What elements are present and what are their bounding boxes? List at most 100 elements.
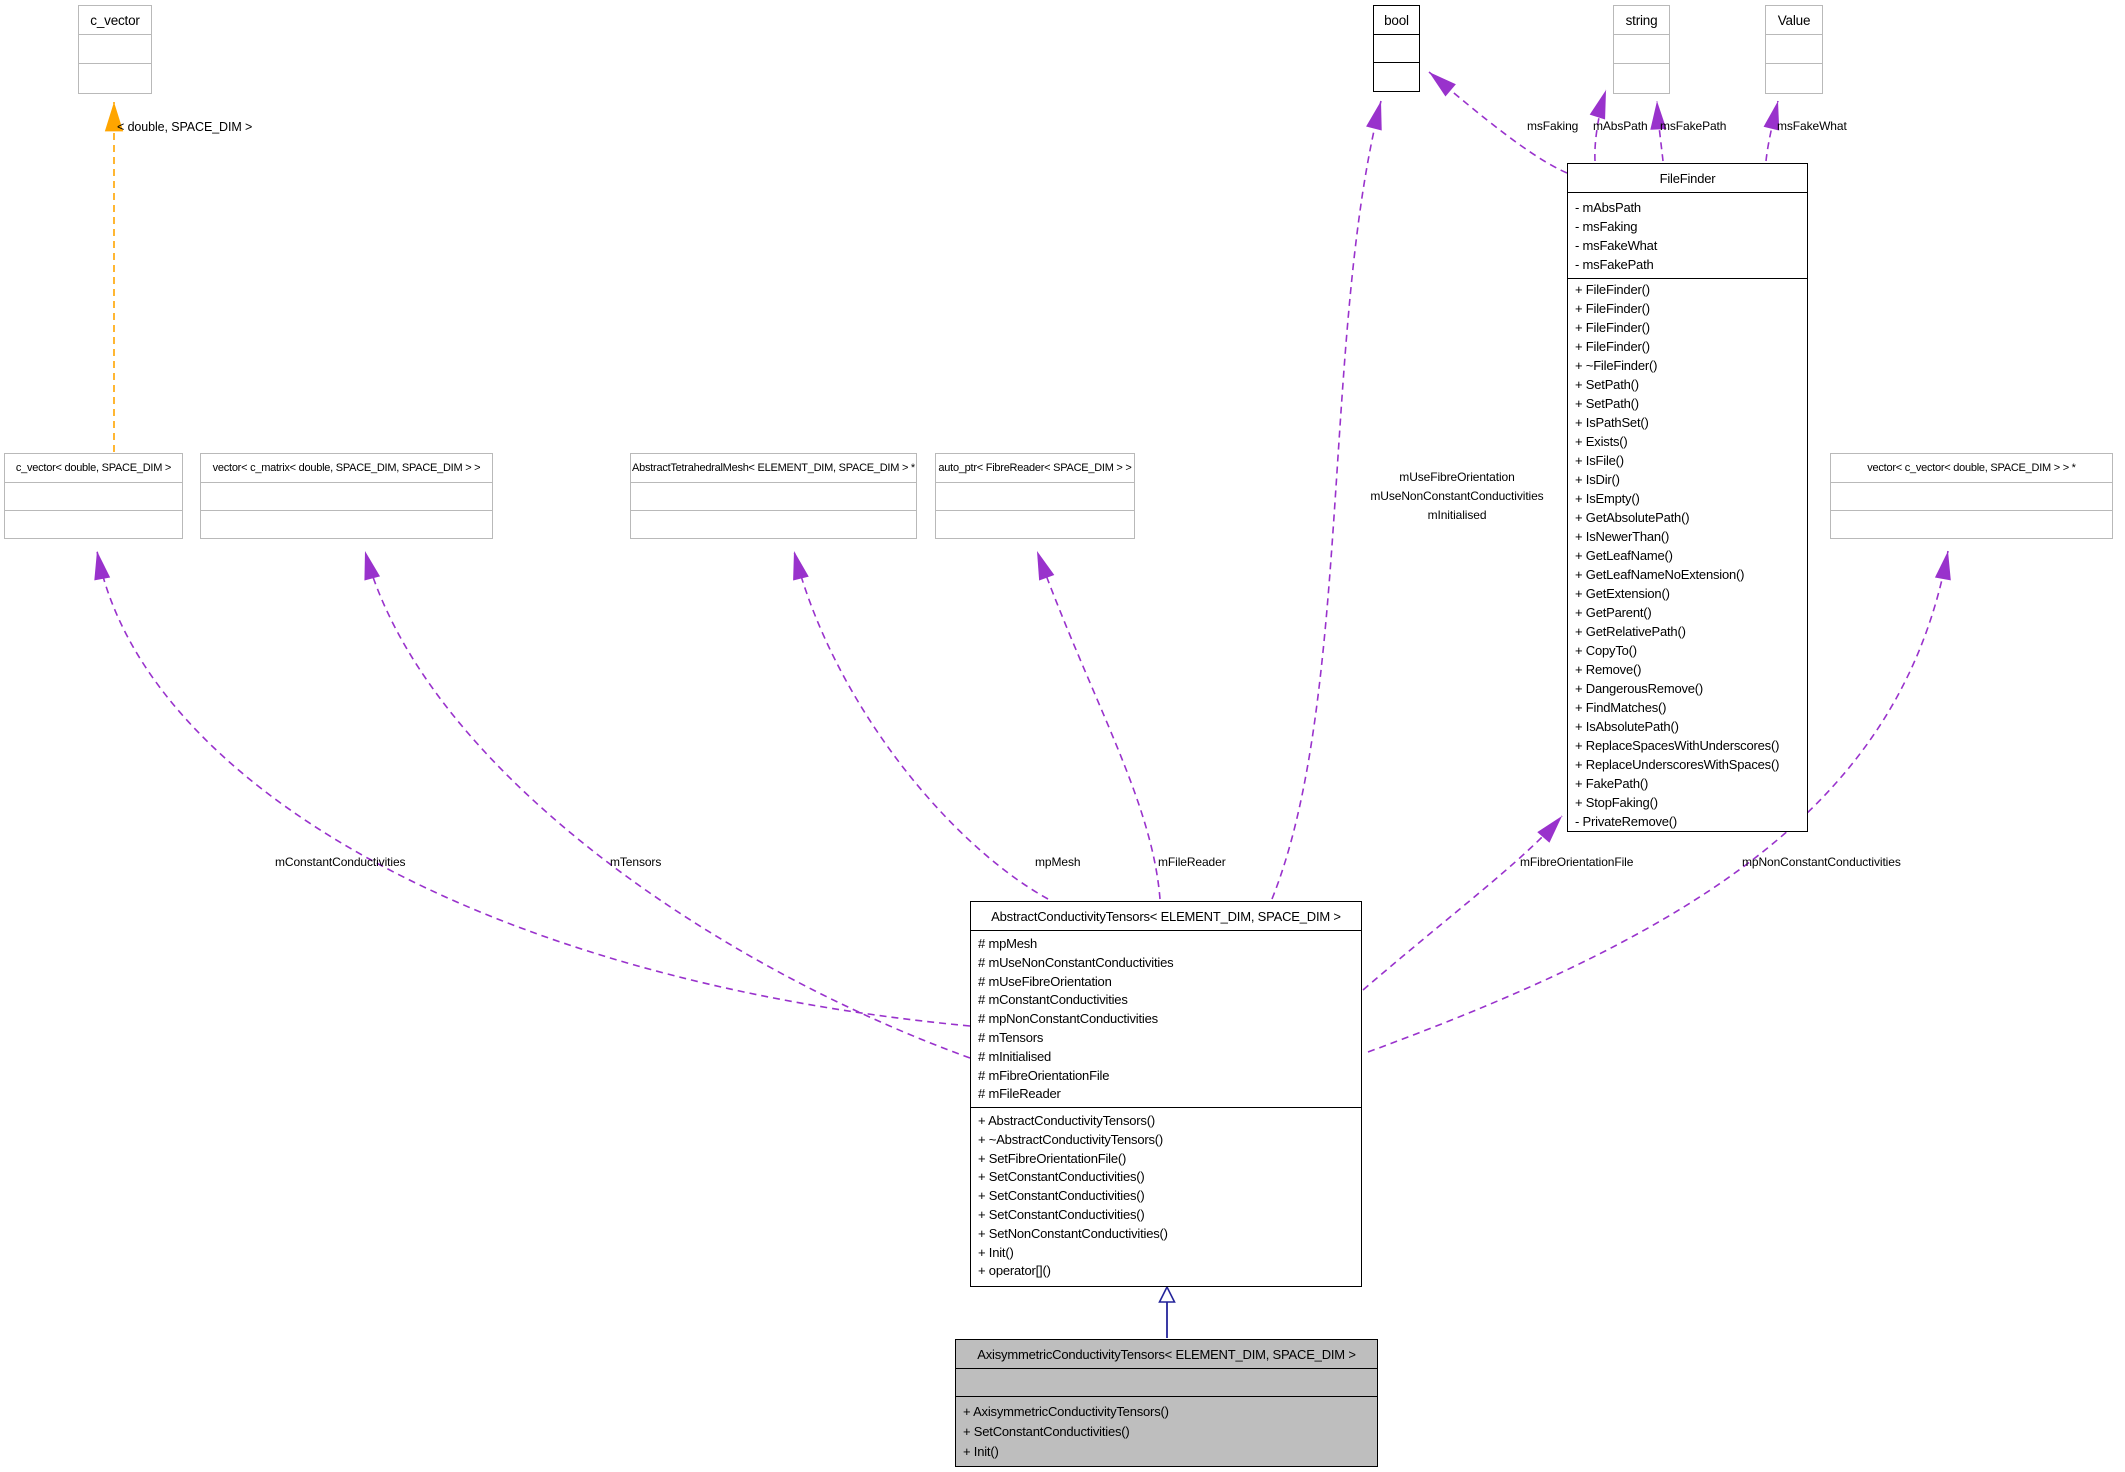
method-row: + AxisymmetricConductivityTensors() <box>963 1404 1169 1419</box>
method-row: + FileFinder() <box>1575 320 1650 335</box>
class-node-vector-c-matrix[interactable]: vector< c_matrix< double, SPACE_DIM, SPA… <box>200 453 493 539</box>
class-title: vector< c_vector< double, SPACE_DIM > > … <box>1831 454 2112 483</box>
edge-label-mp-mesh: mpMesh <box>1035 855 1081 869</box>
class-title: vector< c_matrix< double, SPACE_DIM, SPA… <box>201 454 492 483</box>
class-node-abstract-conductivity-tensors[interactable]: AbstractConductivityTensors< ELEMENT_DIM… <box>970 901 1362 1287</box>
method-row: + StopFaking() <box>1575 795 1658 810</box>
edge-label-ms-fake-path: msFakePath <box>1660 119 1727 133</box>
method-row: + SetConstantConductivities() <box>978 1206 1145 1222</box>
attributes-compartment <box>1831 483 2112 511</box>
class-node-vector-c-vector[interactable]: vector< c_vector< double, SPACE_DIM > > … <box>1830 453 2113 539</box>
method-row: - PrivateRemove() <box>1575 814 1678 829</box>
edge-label-mp-non-constant-conductivities: mpNonConstantConductivities <box>1742 855 1901 869</box>
method-row: + IsPathSet() <box>1575 415 1649 430</box>
methods-compartment <box>1831 511 2112 538</box>
method-row: + GetLeafName() <box>1575 548 1673 563</box>
attributes-compartment <box>936 483 1134 511</box>
method-row: + SetNonConstantConductivities() <box>978 1225 1168 1241</box>
attributes-compartment <box>631 483 916 511</box>
edge-label-ms-fake-what: msFakeWhat <box>1777 119 1847 133</box>
method-row: + ~FileFinder() <box>1575 358 1658 373</box>
method-row: + IsAbsolutePath() <box>1575 719 1679 734</box>
attributes-compartment <box>1766 35 1822 64</box>
class-node-axisymmetric-conductivity-tensors[interactable]: AxisymmetricConductivityTensors< ELEMENT… <box>955 1339 1378 1467</box>
method-row: + GetLeafNameNoExtension() <box>1575 567 1745 582</box>
class-node-value[interactable]: Value <box>1765 5 1823 94</box>
methods-compartment <box>5 511 182 538</box>
method-row: + SetPath() <box>1575 377 1639 392</box>
method-row: + SetFibreOrientationFile() <box>978 1150 1127 1166</box>
class-node-c-vector[interactable]: c_vector <box>78 5 152 94</box>
class-title: c_vector <box>79 6 151 35</box>
methods-compartment: + FileFinder() + FileFinder() + FileFinder… <box>1568 279 1807 831</box>
methods-compartment <box>79 64 151 93</box>
attributes-compartment <box>1614 35 1669 64</box>
class-title: FileFinder <box>1568 164 1807 193</box>
method-row: + SetConstantConductivities() <box>978 1188 1145 1204</box>
attributes-compartment <box>956 1369 1377 1397</box>
attribute-row: # mFibreOrientationFile <box>978 1067 1110 1083</box>
class-title: string <box>1614 6 1669 35</box>
method-row: + FakePath() <box>1575 776 1649 791</box>
class-title: AbstractConductivityTensors< ELEMENT_DIM… <box>971 902 1361 931</box>
edge-label-m-fibre-orientation-file: mFibreOrientationFile <box>1520 855 1634 869</box>
edge-label-m-abs-path: mAbsPath <box>1593 119 1648 133</box>
method-row: + FileFinder() <box>1575 282 1650 297</box>
class-node-abstract-tetrahedral-mesh[interactable]: AbstractTetrahedralMesh< ELEMENT_DIM, SP… <box>630 453 917 539</box>
attributes-compartment <box>79 35 151 64</box>
method-row: + AbstractConductivityTensors() <box>978 1113 1155 1128</box>
class-node-filefinder[interactable]: FileFinder - mAbsPath - msFaking - msFakeW… <box>1567 163 1808 832</box>
method-row: + ReplaceSpacesWithUnderscores() <box>1575 738 1780 753</box>
attribute-row: # mTensors <box>978 1029 1044 1045</box>
attribute-row: - msFakeWhat <box>1575 238 1658 253</box>
method-row: + operator[]() <box>978 1263 1051 1279</box>
methods-compartment <box>936 511 1134 538</box>
attribute-row: - msFaking <box>1575 219 1638 234</box>
method-row: + GetRelativePath() <box>1575 624 1686 639</box>
methods-compartment: + AxisymmetricConductivityTensors() + Set… <box>956 1397 1377 1466</box>
attributes-compartment <box>5 483 182 511</box>
edge-m-constant-conductivities <box>94 550 971 1027</box>
attribute-row: # mUseNonConstantConductivities <box>978 954 1174 970</box>
method-row: + IsDir() <box>1575 472 1620 487</box>
edge-label-m-use-fibre-orientation: mUseFibreOrientation <box>1399 470 1515 484</box>
method-row: + IsEmpty() <box>1575 491 1640 506</box>
edge-label-m-file-reader: mFileReader <box>1158 855 1226 869</box>
method-row: + IsFile() <box>1575 453 1624 468</box>
method-row: + DangerousRemove() <box>1575 681 1704 696</box>
attribute-row: # mFileReader <box>978 1086 1061 1102</box>
edge-m-file-reader <box>1036 550 1161 900</box>
method-row: + FileFinder() <box>1575 301 1650 316</box>
method-row: + SetConstantConductivities() <box>978 1169 1145 1185</box>
attributes-compartment <box>201 483 492 511</box>
class-node-bool[interactable]: bool <box>1373 5 1420 92</box>
attribute-row: # mUseFibreOrientation <box>978 973 1112 989</box>
method-row: + GetExtension() <box>1575 586 1670 601</box>
method-row: + Init() <box>963 1444 999 1459</box>
methods-compartment: + AbstractConductivityTensors()+ ~Abstra… <box>971 1108 1361 1286</box>
class-title: bool <box>1374 6 1419 35</box>
attributes-compartment <box>1374 35 1419 63</box>
class-title: AxisymmetricConductivityTensors< ELEMENT… <box>956 1340 1377 1369</box>
inheritance-triangle <box>1158 1285 1176 1303</box>
class-node-string[interactable]: string <box>1613 5 1670 94</box>
method-row: + SetConstantConductivities() <box>963 1424 1130 1439</box>
method-row: + ReplaceUnderscoresWithSpaces() <box>1575 757 1780 772</box>
edge-label-ms-faking: msFaking <box>1527 119 1579 133</box>
edge-m-tensors <box>364 550 971 1059</box>
edge-m-fibre-orientation-file <box>1362 815 1563 991</box>
method-row: + FindMatches() <box>1575 700 1667 715</box>
attributes-compartment: # mpMesh# mUseNonConstantConductivities#… <box>971 931 1361 1108</box>
class-node-c-vector-double[interactable]: c_vector< double, SPACE_DIM > <box>4 453 183 539</box>
methods-compartment <box>201 511 492 538</box>
class-title: Value <box>1766 6 1822 35</box>
class-title: auto_ptr< FibreReader< SPACE_DIM > > <box>936 454 1134 483</box>
method-row: + Remove() <box>1575 662 1642 677</box>
edge-label-m-constant-conductivities: mConstantConductivities <box>275 855 406 869</box>
class-node-auto-ptr-fibre-reader[interactable]: auto_ptr< FibreReader< SPACE_DIM > > <box>935 453 1135 539</box>
attribute-row: - mAbsPath <box>1575 200 1641 215</box>
method-row: + CopyTo() <box>1575 643 1637 658</box>
attribute-row: # mInitialised <box>978 1048 1052 1064</box>
method-row: + GetAbsolutePath() <box>1575 510 1690 525</box>
